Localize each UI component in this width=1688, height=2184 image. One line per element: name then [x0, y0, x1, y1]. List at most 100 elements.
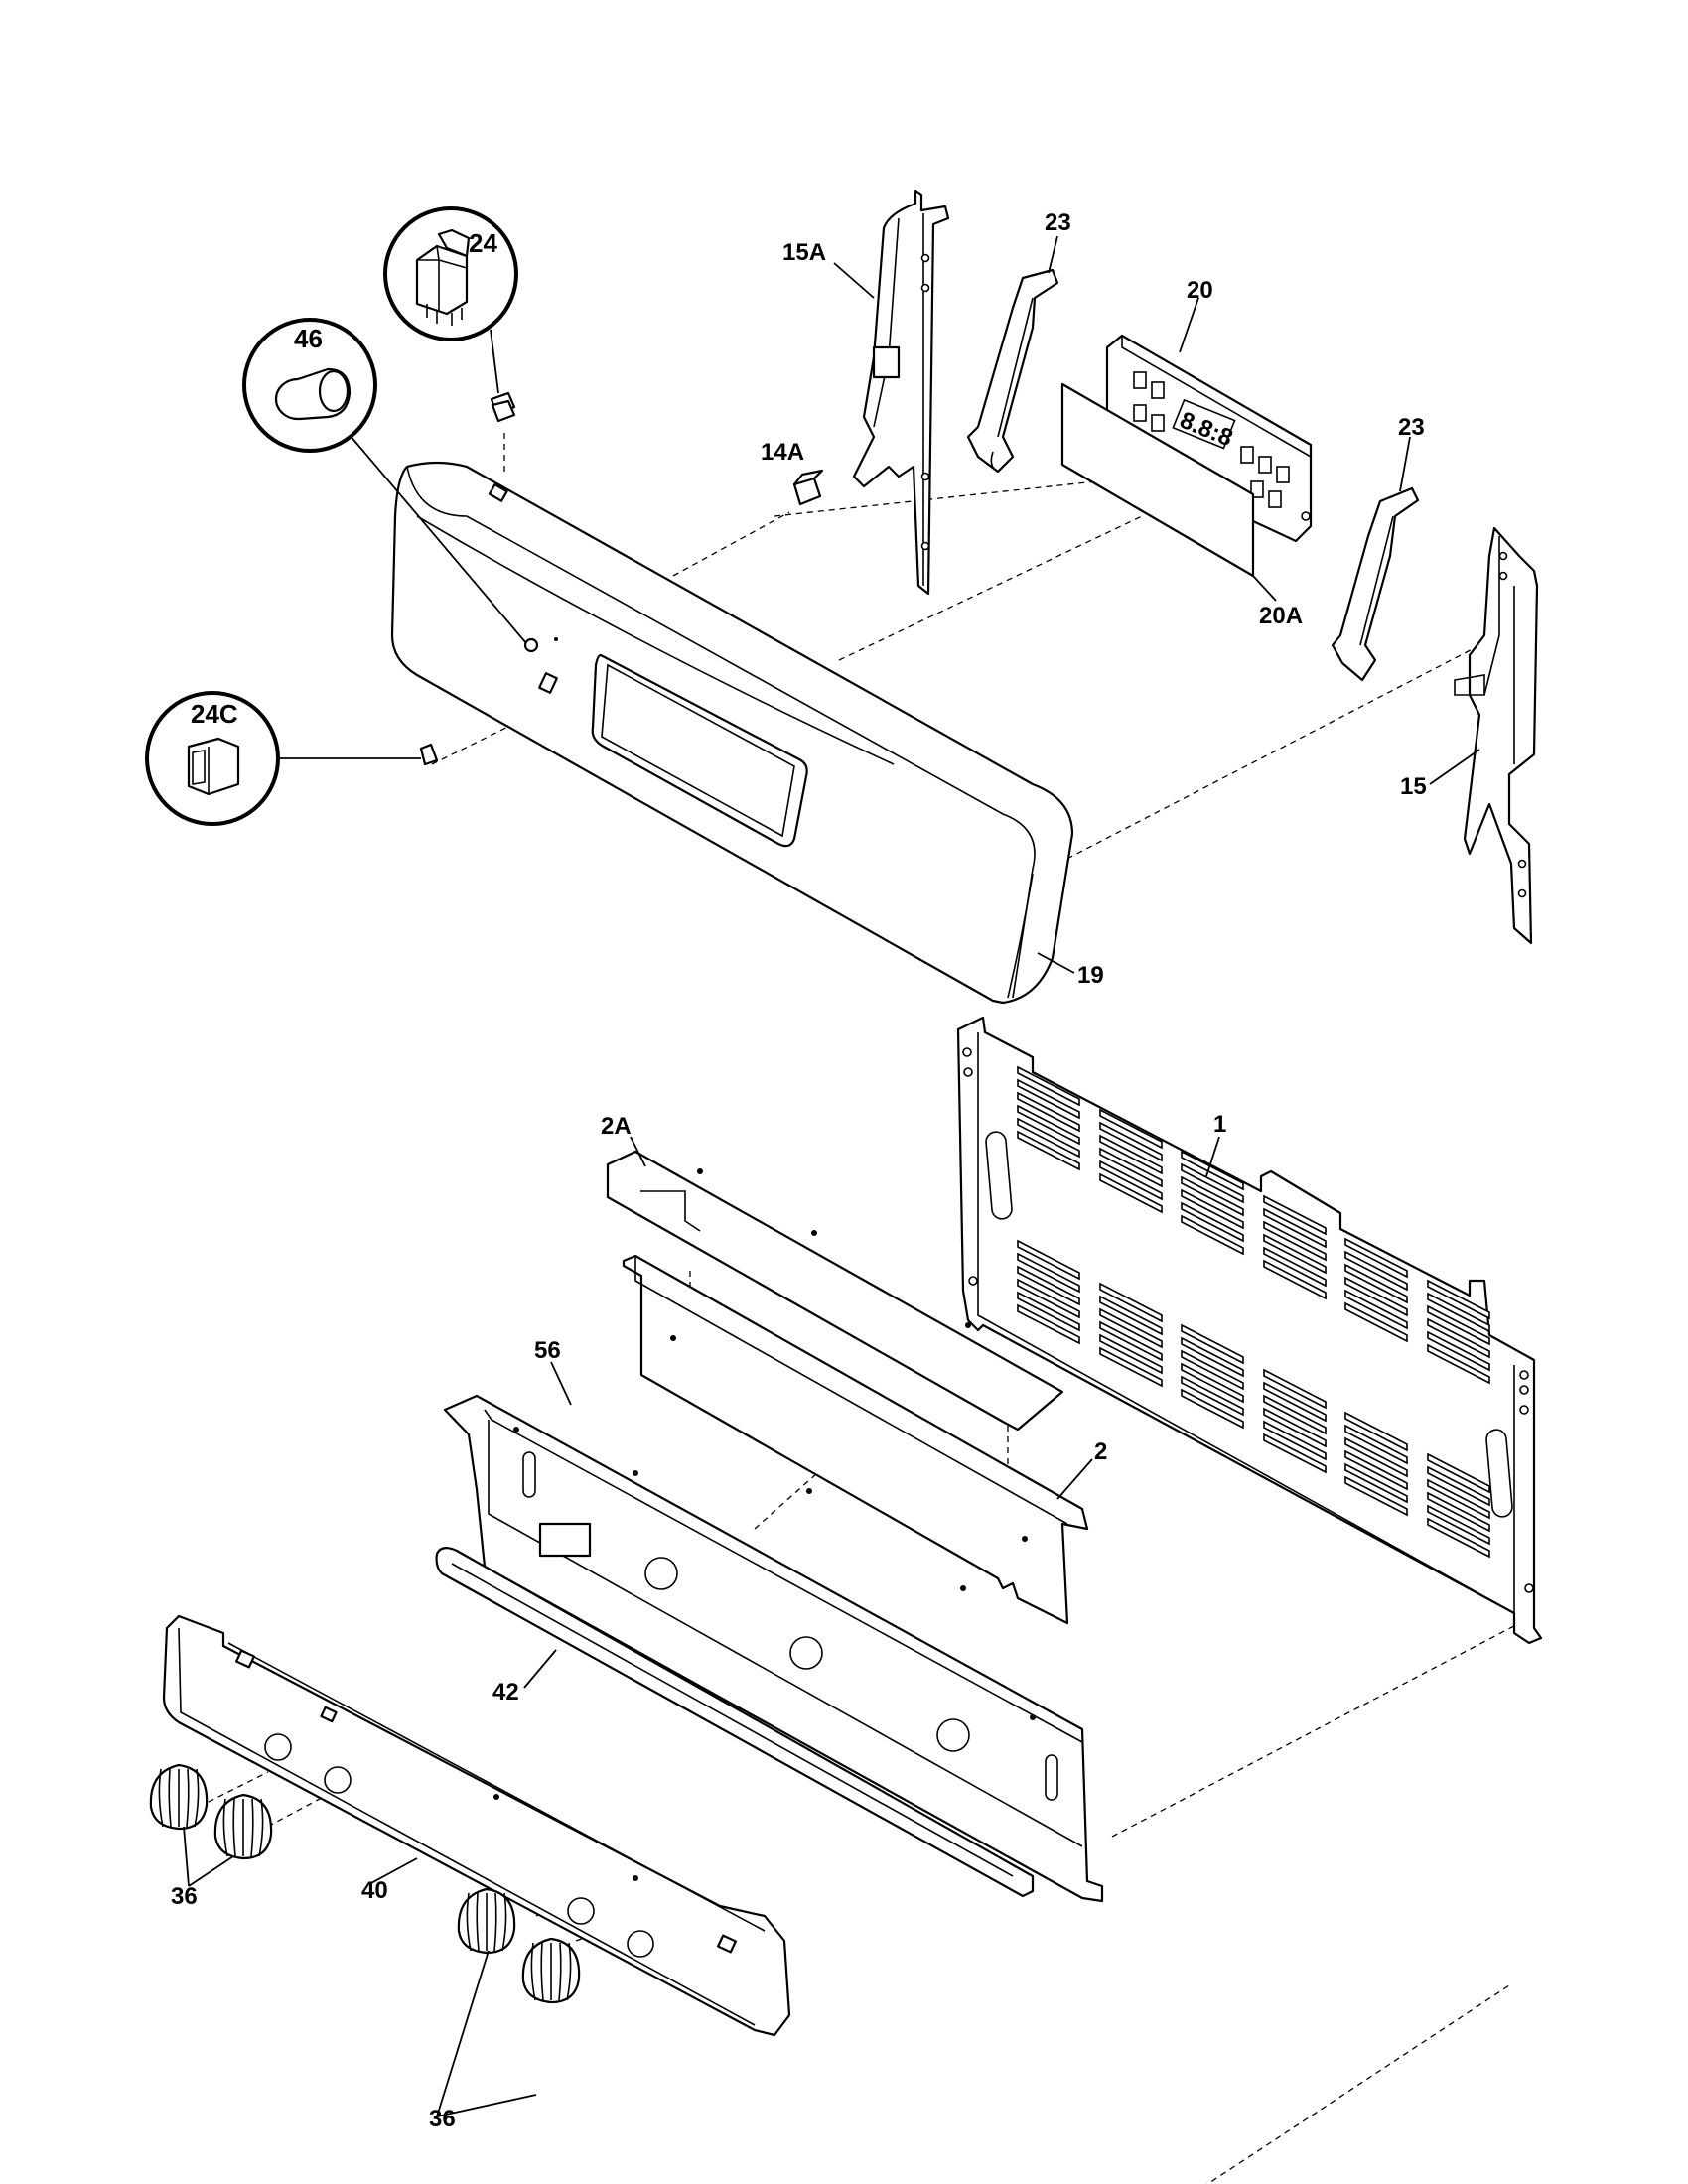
louver-slat: [1017, 1303, 1080, 1345]
label-19: 19: [1077, 962, 1104, 989]
louver-slat: [1427, 1317, 1490, 1359]
louver-slat: [1099, 1295, 1163, 1336]
louver-slat: [1344, 1475, 1408, 1517]
label-20A: 20A: [1259, 603, 1303, 629]
knob: [149, 1763, 209, 1831]
louver-slat: [1099, 1147, 1163, 1188]
detail-circle-part-46: [242, 318, 527, 644]
louver-slat: [1181, 1375, 1244, 1417]
louver-slat: [1017, 1265, 1080, 1306]
louver-slat: [1427, 1452, 1490, 1494]
louver-slat: [1344, 1449, 1408, 1491]
louver-slat: [1344, 1411, 1408, 1452]
louver-slat: [1181, 1188, 1244, 1230]
louver-slat: [1099, 1333, 1163, 1375]
label-42: 42: [492, 1679, 519, 1706]
louver-slat: [1099, 1346, 1163, 1388]
louver-slat: [1017, 1104, 1080, 1146]
louver-slat: [1263, 1194, 1327, 1236]
detail-circle-part-24C: [145, 691, 439, 826]
shield-part-2A: [606, 1150, 1064, 1432]
manifold-cover-part-40: [162, 1614, 791, 2037]
louver-slat: [1344, 1436, 1408, 1478]
louver-slat: [1344, 1301, 1408, 1343]
leader-lines: [368, 235, 1480, 1885]
louver-slat: [1344, 1424, 1408, 1465]
louver-slat: [1181, 1349, 1244, 1391]
label-1: 1: [1213, 1111, 1226, 1138]
knob-leader-line: [436, 2094, 537, 2117]
label-56: 56: [534, 1337, 561, 1364]
louver-slat: [1263, 1407, 1327, 1448]
louver-slat: [1427, 1304, 1490, 1346]
label-36-bottom: 36: [429, 2106, 456, 2132]
louver-slat: [1017, 1291, 1080, 1332]
knob-leader-line: [188, 1855, 234, 1887]
louver-slat: [1344, 1237, 1408, 1279]
label-20: 20: [1187, 277, 1213, 304]
louver-slat: [1427, 1504, 1490, 1546]
louver-slat: [1017, 1091, 1080, 1133]
end-bracket-part-15: [1454, 526, 1539, 945]
louver-slat: [1181, 1336, 1244, 1378]
knob: [213, 1793, 273, 1860]
knob: [457, 1887, 516, 1955]
panel-part-2: [622, 1254, 1089, 1625]
clip-part-23-upper: [966, 268, 1059, 474]
louver-slat: [1017, 1117, 1080, 1159]
knob: [521, 1937, 581, 2004]
label-46: 46: [294, 324, 323, 353]
louver-vents: [1017, 1065, 1490, 1559]
louver-slat: [1427, 1517, 1490, 1559]
louver-slat: [1181, 1175, 1244, 1217]
louver-slat: [1263, 1233, 1327, 1275]
knobs-part-36: [149, 1763, 581, 2117]
label-23-lower: 23: [1398, 414, 1425, 441]
louver-slat: [1263, 1220, 1327, 1262]
louver-slat: [1427, 1465, 1490, 1507]
louver-slat: [1181, 1150, 1244, 1191]
louver-slat: [1344, 1276, 1408, 1317]
detail-circle-part-24: [383, 206, 518, 423]
louver-slat: [1344, 1250, 1408, 1292]
label-24: 24: [469, 228, 497, 258]
louver-slat: [1017, 1130, 1080, 1171]
louver-slat: [1099, 1121, 1163, 1162]
louver-slat: [1263, 1207, 1327, 1249]
manifold-panel-part-56: [443, 1394, 1104, 1903]
louver-slat: [1263, 1259, 1327, 1300]
electronic-control-part-20: 8.8:8: [1105, 334, 1313, 543]
louver-slat: [1263, 1394, 1327, 1435]
label-40: 40: [361, 1877, 388, 1904]
louver-slat: [1263, 1368, 1327, 1410]
louver-slat: [1017, 1065, 1080, 1107]
louver-slat: [1427, 1343, 1490, 1385]
louver-slat: [1181, 1388, 1244, 1430]
louver-slat: [1099, 1282, 1163, 1323]
part-labels: 15A 23 20 23 24 46 14A 20A 24C 15 19 2A …: [171, 209, 1427, 2132]
louver-slat: [1427, 1330, 1490, 1372]
louver-slat: [1099, 1134, 1163, 1175]
label-24C: 24C: [191, 699, 238, 729]
louver-slat: [1181, 1214, 1244, 1256]
label-2A: 2A: [601, 1113, 632, 1140]
louver-slat: [1017, 1278, 1080, 1319]
label-15: 15: [1400, 773, 1427, 800]
knob-leader-line: [436, 1950, 490, 2117]
louver-slat: [1017, 1078, 1080, 1120]
louver-slat: [1181, 1323, 1244, 1365]
louver-slat: [1181, 1162, 1244, 1204]
back-panel-part-1: [956, 1016, 1543, 1645]
knob-leader-line: [183, 1826, 190, 1887]
trim-part-42: [435, 1547, 1035, 1898]
label-2: 2: [1094, 1438, 1107, 1465]
louver-slat: [1181, 1201, 1244, 1243]
louver-slat: [1427, 1279, 1490, 1320]
clip-part-23-lower: [1331, 486, 1420, 682]
louver-slat: [1263, 1433, 1327, 1474]
end-bracket-part-15A: [852, 189, 950, 596]
louver-slat: [1427, 1478, 1490, 1520]
label-14A: 14A: [761, 439, 804, 466]
louver-slat: [1344, 1462, 1408, 1504]
